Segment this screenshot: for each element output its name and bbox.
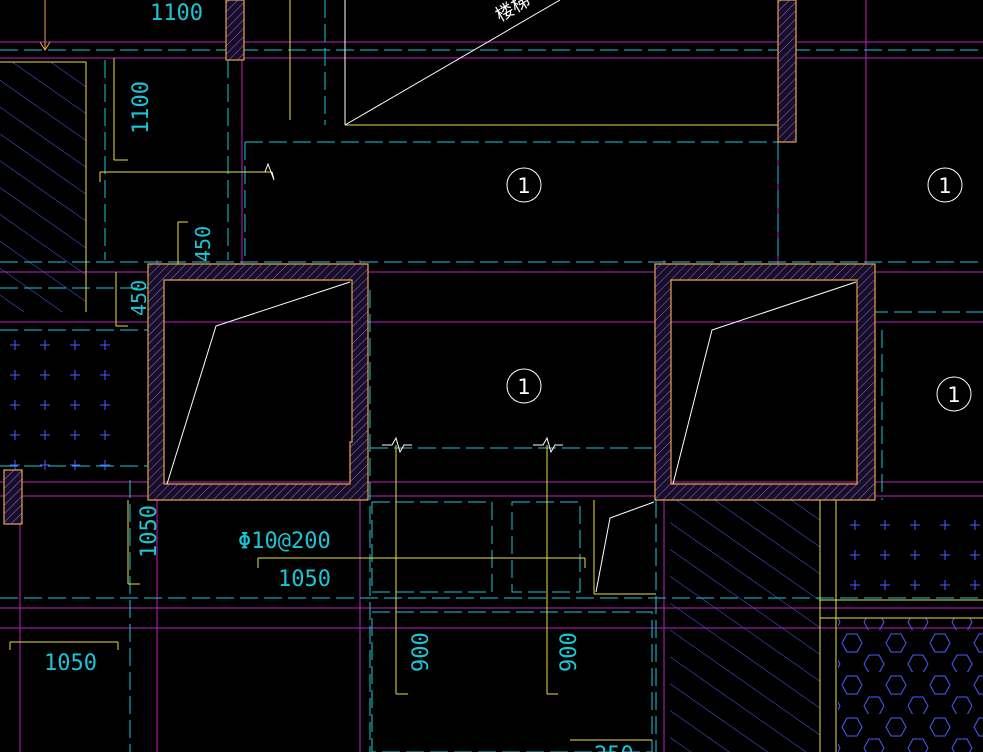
- top-left-marker: [39, 0, 51, 51]
- dimension-text: 450: [127, 280, 151, 316]
- diagonal-hatch-region-left: [0, 62, 86, 312]
- break-line-symbol: [533, 436, 563, 454]
- plus-hatch-region-right: [838, 500, 983, 600]
- dimension-text: 900: [409, 632, 434, 672]
- dimension-text: 1050: [278, 567, 331, 592]
- wall-top-left: [225, 0, 245, 61]
- stair-label: 楼梯: [492, 0, 534, 26]
- room-markers: 1 1 1 1: [506, 167, 972, 412]
- shaft-lines: [166, 281, 857, 593]
- dimension-text: 250: [594, 743, 634, 752]
- svg-text:1: 1: [947, 383, 960, 407]
- room-marker: 1: [936, 376, 972, 412]
- dimension-labels: 1100 1100 450 450 1050 Φ10@200 1050 1050…: [44, 1, 634, 752]
- hatch-regions: [0, 62, 983, 752]
- break-symbols: [264, 162, 563, 454]
- wall-box-right: [654, 263, 876, 501]
- svg-text:1: 1: [938, 174, 951, 198]
- dimension-text: 1100: [129, 81, 154, 134]
- break-line-symbol: [264, 162, 275, 181]
- wall-top-right: [777, 0, 797, 143]
- rebar-spec-text: Φ10@200: [238, 529, 331, 554]
- room-marker: 1: [506, 368, 542, 404]
- wall-left-edge: [3, 469, 23, 525]
- svg-text:1: 1: [517, 375, 530, 399]
- dimension-text: 1100: [150, 1, 203, 26]
- dimension-text: 1050: [44, 651, 97, 676]
- dimension-text: 1050: [137, 505, 162, 558]
- stair-top: 楼梯: [344, 0, 561, 126]
- break-line-symbol: [382, 436, 412, 454]
- room-marker: 1: [506, 167, 542, 203]
- plus-hatch-region-left: [0, 332, 130, 470]
- dimension-text: 450: [191, 226, 215, 262]
- wall-sections: [3, 0, 876, 525]
- room-marker: 1: [927, 167, 963, 203]
- svg-text:1: 1: [517, 174, 530, 198]
- diagonal-hatch-region-bottom: [670, 500, 820, 752]
- dimension-text: 900: [557, 632, 582, 672]
- hex-hatch-region: [838, 618, 983, 752]
- wall-box-left: [147, 263, 369, 501]
